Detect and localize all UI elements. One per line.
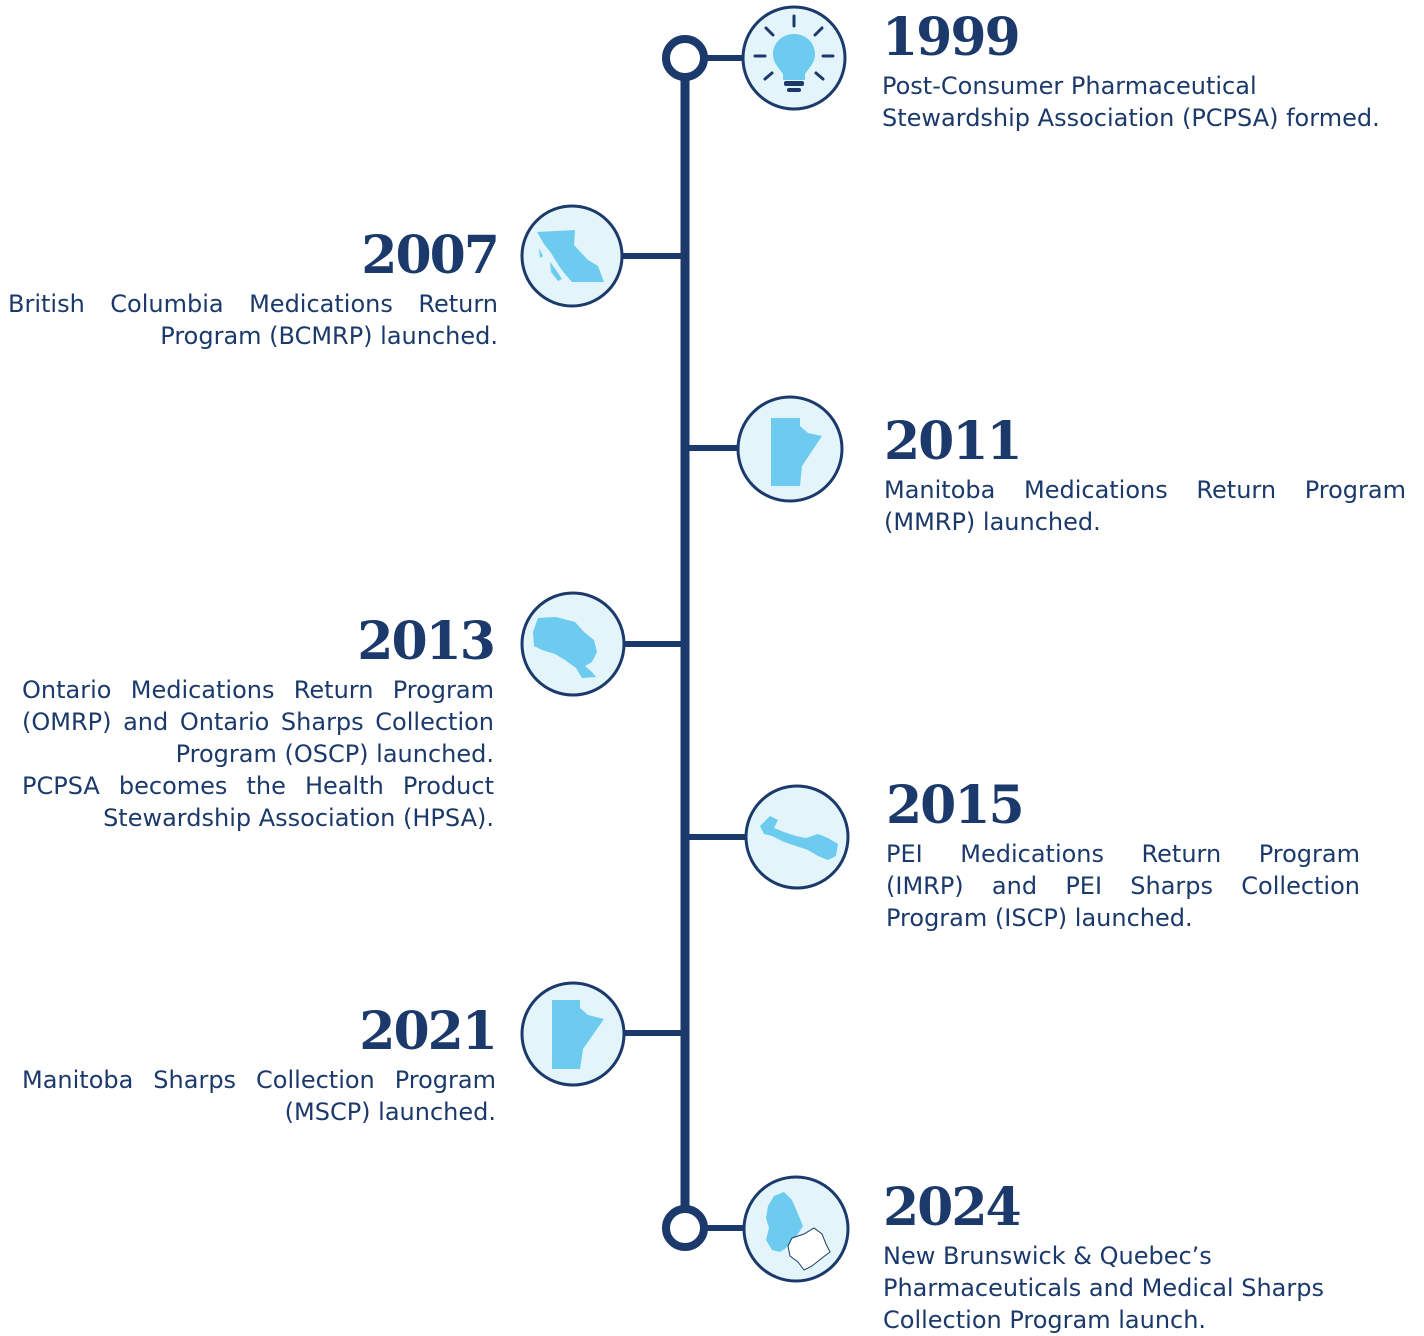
event-description-line: Stewardship Association (PCPSA) formed. — [882, 104, 1380, 132]
event-description-line: Program (ISCP) launched. — [886, 904, 1193, 932]
pei-map-icon — [744, 784, 850, 890]
timeline-event-2011: 2011 Manitoba Medications Return Program… — [884, 412, 1406, 538]
event-year: 2011 — [884, 411, 1023, 472]
event-description: British Columbia Medications Return Prog… — [8, 288, 498, 352]
event-description-line: Manitoba Sharps Collection Program — [22, 1066, 496, 1094]
event-description-line: Pharmaceuticals and Medical Sharps — [883, 1274, 1324, 1302]
timeline-event-2007: 2007 British Columbia Medications Return… — [8, 225, 500, 352]
event-description: PEI Medications Return Program (IMRP) an… — [886, 838, 1360, 934]
event-year: 2007 — [361, 225, 500, 286]
event-description: New Brunswick & Quebec’s Pharmaceuticals… — [883, 1240, 1413, 1336]
event-year: 2013 — [357, 611, 496, 672]
timeline-event-1999: 1999 Post-Consumer Pharmaceutical Stewar… — [882, 8, 1412, 134]
new-brunswick-quebec-map-icon — [742, 1175, 850, 1283]
event-description-line: Post-Consumer Pharmaceutical — [882, 72, 1257, 100]
event-description: Ontario Medications Return Program (OMRP… — [22, 674, 494, 834]
event-description-line: Stewardship Association (HPSA). — [103, 804, 494, 832]
event-description-line: Program (OSCP) launched. — [175, 740, 494, 768]
event-description-line: New Brunswick & Quebec’s — [883, 1242, 1212, 1270]
event-year: 2021 — [359, 1001, 498, 1062]
event-description-line: (IMRP) and PEI Sharps Collection — [886, 872, 1360, 900]
british-columbia-map-icon — [520, 204, 624, 308]
event-year: 2024 — [883, 1177, 1022, 1238]
event-description-line: (MSCP) launched. — [284, 1098, 496, 1126]
event-description: Manitoba Medications Return Program (MMR… — [884, 474, 1406, 538]
event-description-line: British Columbia Medications Return — [8, 290, 498, 318]
timeline-end-node — [662, 1205, 708, 1251]
manitoba-map-icon — [520, 981, 626, 1087]
timeline-start-node — [662, 35, 708, 81]
event-description-line: PCPSA becomes the Health Product — [22, 772, 494, 800]
event-description-line: Program (BCMRP) launched. — [160, 322, 498, 350]
event-description-line: (MMRP) launched. — [884, 508, 1101, 536]
event-description-line: Ontario Medications Return Program — [22, 676, 494, 704]
event-description-line: Manitoba Medications Return Program — [884, 476, 1406, 504]
event-description-line: Collection Program launch. — [883, 1306, 1207, 1334]
event-description-line: PEI Medications Return Program — [886, 840, 1360, 868]
ontario-map-icon — [520, 591, 626, 697]
timeline-event-2015: 2015 PEI Medications Return Program (IMR… — [886, 776, 1360, 934]
timeline-event-2013: 2013 Ontario Medications Return Program … — [22, 611, 496, 834]
event-year: 2015 — [886, 775, 1025, 836]
timeline-event-2021: 2021 Manitoba Sharps Collection Program … — [22, 1001, 498, 1128]
timeline-event-2024: 2024 New Brunswick & Quebec’s Pharmaceut… — [883, 1178, 1413, 1336]
event-description: Post-Consumer Pharmaceutical Stewardship… — [882, 70, 1412, 134]
event-year: 1999 — [882, 7, 1021, 68]
event-description-line: (OMRP) and Ontario Sharps Collection — [22, 708, 494, 736]
event-description: Manitoba Sharps Collection Program (MSCP… — [22, 1064, 496, 1128]
lightbulb-icon — [741, 5, 847, 111]
manitoba-map-icon — [736, 395, 844, 503]
